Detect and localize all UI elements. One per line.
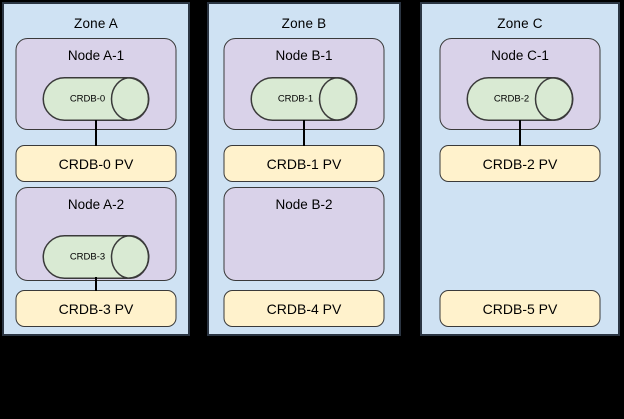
node-c-1-title: Node C-1 <box>491 48 549 63</box>
zone-c: Zone C Node C-1 CRDB-2 CRDB-2 PV CRDB-5 … <box>420 2 620 336</box>
crdb-4-pv-label: CRDB-4 PV <box>266 300 342 317</box>
node-a-2: Node A-2 CRDB-3 <box>15 187 177 281</box>
crdb-0-disk-cylinder-icon: CRDB-0 <box>42 77 150 121</box>
node-b-1: Node B-1 CRDB-1 <box>223 38 385 130</box>
crdb-2-pv-label: CRDB-2 PV <box>482 155 558 172</box>
crdb-1-pv-label: CRDB-1 PV <box>266 155 342 172</box>
crdb-1-pv: CRDB-1 PV <box>223 145 385 182</box>
crdb-2-disk-cylinder-icon: CRDB-2 <box>466 77 574 121</box>
crdb-0-pv: CRDB-0 PV <box>15 145 177 182</box>
zone-b: Zone B Node B-1 CRDB-1 CRDB-1 PV Node B-… <box>207 2 401 336</box>
node-b-2: Node B-2 <box>223 187 385 281</box>
node-c-1: Node C-1 CRDB-2 <box>439 38 601 130</box>
connector-crdb-2 <box>519 120 521 146</box>
connector-crdb-3 <box>95 277 97 291</box>
zone-c-title: Zone C <box>497 16 543 31</box>
crdb-2-disk-label: CRDB-2 <box>494 94 529 105</box>
crdb-4-pv: CRDB-4 PV <box>223 290 385 327</box>
crdb-5-pv-label: CRDB-5 PV <box>482 300 558 317</box>
crdb-2-pv: CRDB-2 PV <box>439 145 601 182</box>
node-b-2-title: Node B-2 <box>275 197 333 212</box>
crdb-0-pv-label: CRDB-0 PV <box>58 155 134 172</box>
crdb-3-disk-label: CRDB-3 <box>70 252 105 263</box>
crdb-3-disk-cylinder-icon: CRDB-3 <box>42 235 150 279</box>
crdb-5-pv: CRDB-5 PV <box>439 290 601 327</box>
node-a-1: Node A-1 CRDB-0 <box>15 38 177 130</box>
node-b-1-title: Node B-1 <box>275 48 333 63</box>
connector-crdb-1 <box>303 120 305 146</box>
crdb-3-pv: CRDB-3 PV <box>15 290 177 327</box>
node-a-1-title: Node A-1 <box>67 48 125 63</box>
zone-a-title: Zone A <box>74 16 118 31</box>
crdb-1-disk-label: CRDB-1 <box>278 94 313 105</box>
crdb-3-pv-label: CRDB-3 PV <box>58 300 134 317</box>
connector-crdb-0 <box>95 120 97 146</box>
crdb-1-disk-cylinder-icon: CRDB-1 <box>250 77 358 121</box>
zone-b-title: Zone B <box>281 16 327 31</box>
crdb-0-disk-label: CRDB-0 <box>70 94 105 105</box>
zone-a: Zone A Node A-1 CRDB-0 CRDB-0 PV Node A-… <box>2 2 190 336</box>
node-a-2-title: Node A-2 <box>67 197 125 212</box>
